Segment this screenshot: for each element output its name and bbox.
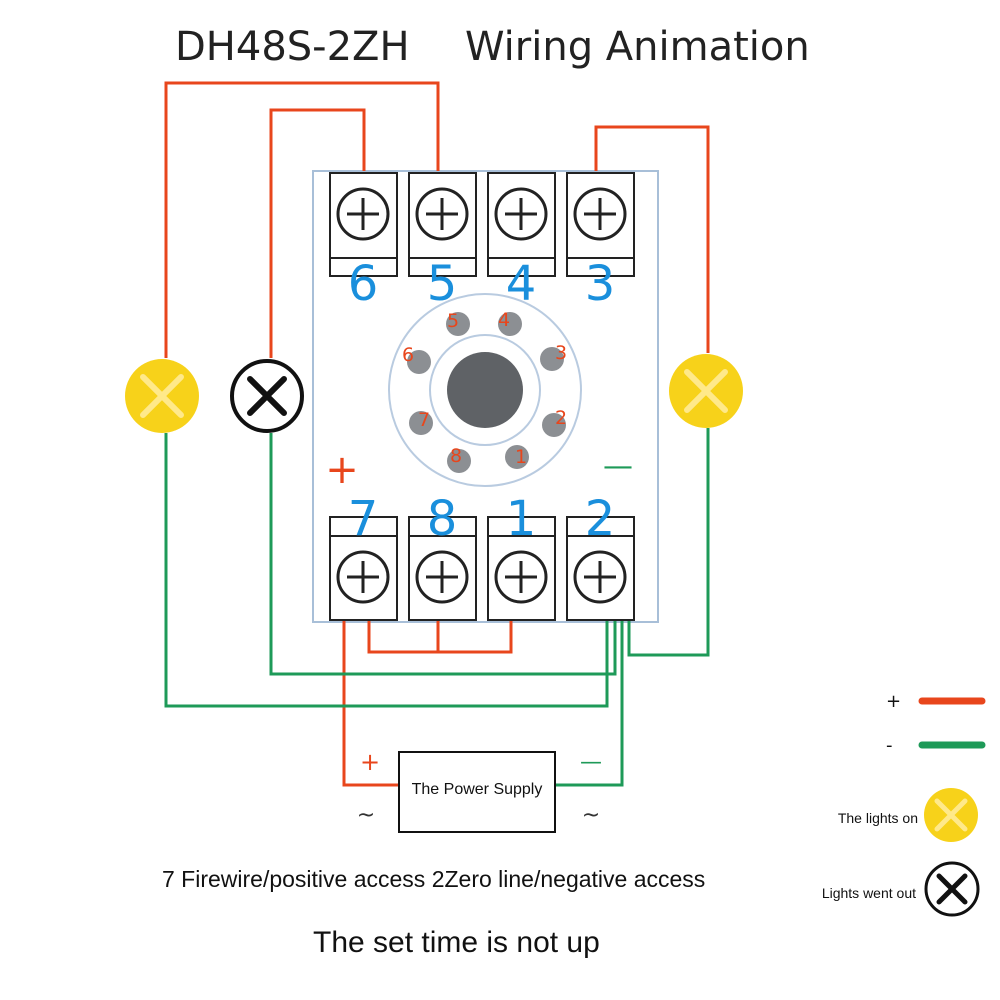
terminal-number-2: 2 <box>585 491 616 547</box>
legend-lamp-off-icon <box>924 861 980 917</box>
title-model: DH48S-2ZH <box>175 24 410 70</box>
socket-pin-8 <box>447 449 471 473</box>
wire-pos-terminal3-to-right-lamp <box>594 125 710 353</box>
power-supply-label: The Power Supply <box>412 781 543 798</box>
socket-pin-5 <box>446 312 470 336</box>
terminal-block-1 <box>487 516 556 621</box>
title-subtitle: Wiring Animation <box>465 24 810 70</box>
terminal-block-7 <box>329 516 398 621</box>
socket-pin-label-3: 3 <box>555 342 567 364</box>
socket-key-hole <box>447 352 523 428</box>
lamp-right-lit-icon <box>669 354 743 428</box>
lamp-inner-off-icon <box>230 359 304 433</box>
socket-pin-7 <box>409 411 433 435</box>
wires <box>164 81 710 787</box>
wire-pos-terminal5-to-left-lamp <box>164 81 440 358</box>
wire-neg-right-lamp-return <box>627 428 710 657</box>
legend-minus-sign: - <box>886 735 893 756</box>
top-terminals <box>329 172 635 277</box>
socket-pin-label-2: 2 <box>555 407 567 429</box>
socket-pin-4 <box>498 312 522 336</box>
terminal-block-4 <box>487 172 556 277</box>
terminal-block-5 <box>408 172 477 277</box>
wire-neg-psu-to-terminal2 <box>555 620 624 787</box>
socket-pin-3 <box>540 347 564 371</box>
socket-pin-label-6: 6 <box>402 344 414 366</box>
polarity-minus-sign: — <box>603 449 633 484</box>
octal-socket <box>388 293 582 487</box>
terminal-number-6: 6 <box>348 256 379 312</box>
legend-lights-on-label: The lights on <box>838 810 918 826</box>
socket-pin-2 <box>542 413 566 437</box>
socket-pin-label-4: 4 <box>498 309 510 331</box>
terminal-block-6 <box>329 172 398 277</box>
power-supply-ac-left: ~ <box>357 803 375 828</box>
power-supply-box <box>398 751 556 833</box>
terminal-number-3: 3 <box>585 256 616 312</box>
wire-neg-left-lamp-return <box>164 433 609 708</box>
terminal-block-3 <box>566 172 635 277</box>
wire-pos-terminal6-to-inner-lamp <box>269 108 366 358</box>
socket-pin-label-7: 7 <box>418 409 430 431</box>
bottom-terminals <box>329 516 635 621</box>
power-supply-minus: — <box>580 750 602 775</box>
power-supply-plus: + <box>360 748 380 776</box>
wire-neg-inner-lamp-return <box>269 433 617 676</box>
terminal-number-8: 8 <box>427 491 458 547</box>
timer-status: The set time is not up <box>313 926 600 959</box>
lamp-left-lit-icon <box>125 359 199 433</box>
wire-pos-bridge-7-8-1 <box>367 620 513 654</box>
socket-pin-label-5: 5 <box>447 310 459 332</box>
legend-plus-sign: + <box>886 691 901 712</box>
socket-pin-6 <box>407 350 431 374</box>
socket-pin-label-1: 1 <box>515 446 527 468</box>
polarity-plus-sign: + <box>325 447 359 493</box>
terminal-block-8 <box>408 516 477 621</box>
legend-lamp-on-icon <box>924 788 978 842</box>
terminal-block-2 <box>566 516 635 621</box>
legend-lights-off-label: Lights went out <box>822 885 916 901</box>
legend: + - The lights on Lights went out <box>822 691 986 917</box>
socket-pin-1 <box>505 445 529 469</box>
terminal-number-7: 7 <box>348 491 379 547</box>
power-supply-ac-right: ~ <box>582 803 600 828</box>
terminal-number-1: 1 <box>506 491 537 547</box>
wiring-caption: 7 Firewire/positive access 2Zero line/ne… <box>162 866 705 892</box>
socket-pin-label-8: 8 <box>450 445 462 467</box>
